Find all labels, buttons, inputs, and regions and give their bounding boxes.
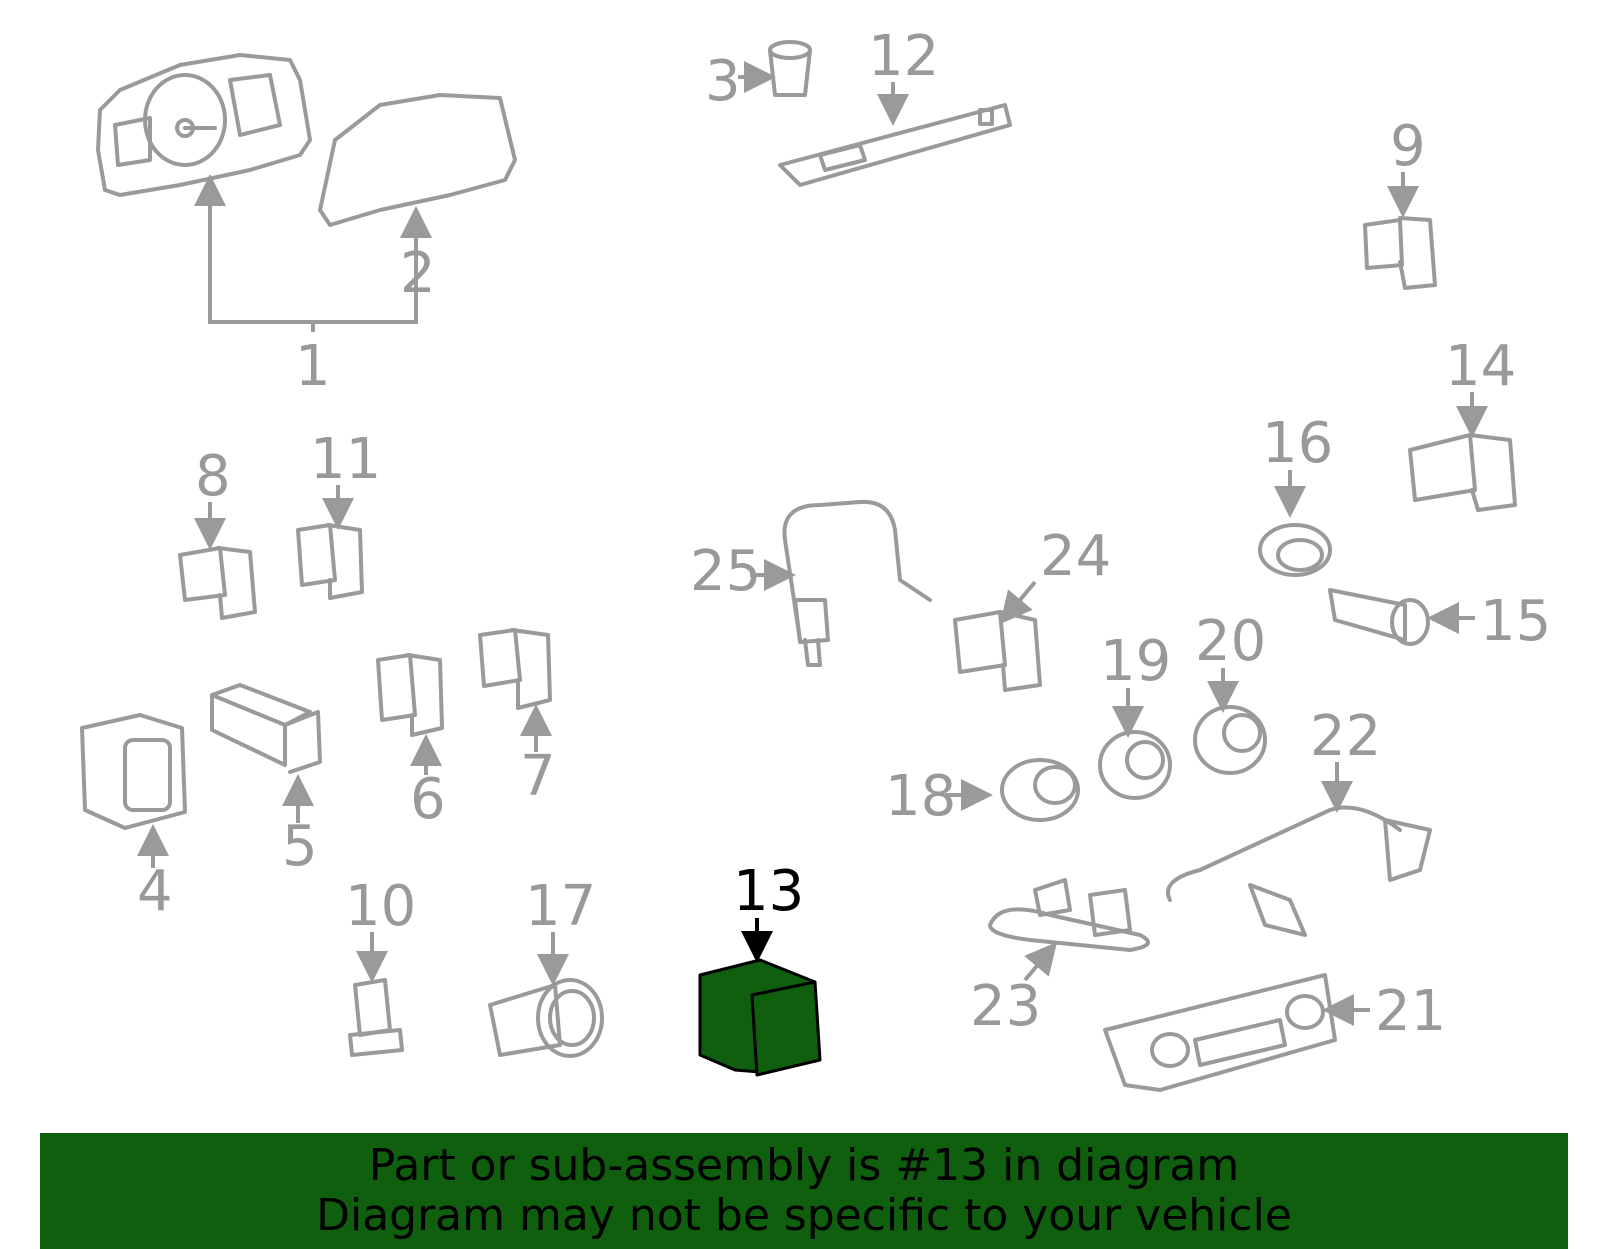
callout-22: 22 <box>1310 704 1381 769</box>
callout-21: 21 <box>1375 979 1446 1044</box>
callout-9: 9 <box>1390 114 1426 179</box>
part-11-switch[interactable] <box>296 523 364 600</box>
part-15-socket[interactable] <box>1328 588 1430 646</box>
callout-24: 24 <box>1040 524 1111 589</box>
part-12-switch-bar[interactable] <box>778 103 1012 187</box>
highlight-banner: Part or sub-assembly is #13 in diagram D… <box>40 1133 1568 1249</box>
part-18-knob[interactable] <box>1000 758 1080 822</box>
part-23-harness[interactable] <box>988 878 1150 952</box>
leader-1-2 <box>194 174 432 332</box>
part-22-harness[interactable] <box>1166 805 1432 937</box>
part-9-switch[interactable] <box>1363 216 1437 290</box>
callout-3: 3 <box>705 49 741 114</box>
callout-17: 17 <box>525 874 596 939</box>
callout-6: 6 <box>410 767 446 832</box>
part-2-cluster-lens[interactable] <box>318 93 517 227</box>
callout-13: 13 <box>733 859 804 924</box>
callout-10: 10 <box>345 874 416 939</box>
part-5-switch[interactable] <box>210 683 322 774</box>
banner-line-1: Part or sub-assembly is #13 in diagram <box>368 1140 1240 1191</box>
callout-25: 25 <box>690 539 761 604</box>
callout-2: 2 <box>400 241 436 306</box>
callout-14: 14 <box>1445 334 1516 399</box>
callout-23: 23 <box>970 974 1041 1039</box>
part-7-switch[interactable] <box>478 628 552 710</box>
part-14-switch[interactable] <box>1408 433 1517 512</box>
callout-16: 16 <box>1262 411 1333 476</box>
callout-19: 19 <box>1100 629 1171 694</box>
part-4-mirror-switch[interactable] <box>80 713 187 830</box>
part-10-switch[interactable] <box>348 978 404 1057</box>
part-24-switch[interactable] <box>953 610 1042 692</box>
callout-4: 4 <box>137 859 173 924</box>
part-19-knob[interactable] <box>1098 730 1172 800</box>
leader-24 <box>999 580 1037 625</box>
part-20-knob[interactable] <box>1193 705 1267 775</box>
part-21-climate-panel[interactable] <box>1103 973 1337 1092</box>
callout-20: 20 <box>1195 609 1266 674</box>
part-17-start-button[interactable] <box>488 978 604 1058</box>
banner-line-2: Diagram may not be specific to your vehi… <box>316 1190 1292 1241</box>
callout-18: 18 <box>885 764 956 829</box>
callout-7: 7 <box>520 744 556 809</box>
part-8-switch[interactable] <box>178 546 257 620</box>
callout-15: 15 <box>1480 589 1551 654</box>
callout-8: 8 <box>195 444 231 509</box>
callout-12: 12 <box>868 24 939 89</box>
part-3-plug[interactable] <box>768 40 812 97</box>
part-13-highlighted-switch[interactable] <box>698 958 822 1077</box>
callout-5: 5 <box>282 814 318 879</box>
leader-23 <box>1023 941 1058 982</box>
part-6-switch[interactable] <box>376 653 444 737</box>
part-25-sensor[interactable] <box>782 499 932 667</box>
callout-11: 11 <box>310 427 381 492</box>
part-16-socket[interactable] <box>1258 523 1332 577</box>
callout-1: 1 <box>295 334 331 399</box>
part-1-instrument-cluster[interactable] <box>96 53 312 197</box>
